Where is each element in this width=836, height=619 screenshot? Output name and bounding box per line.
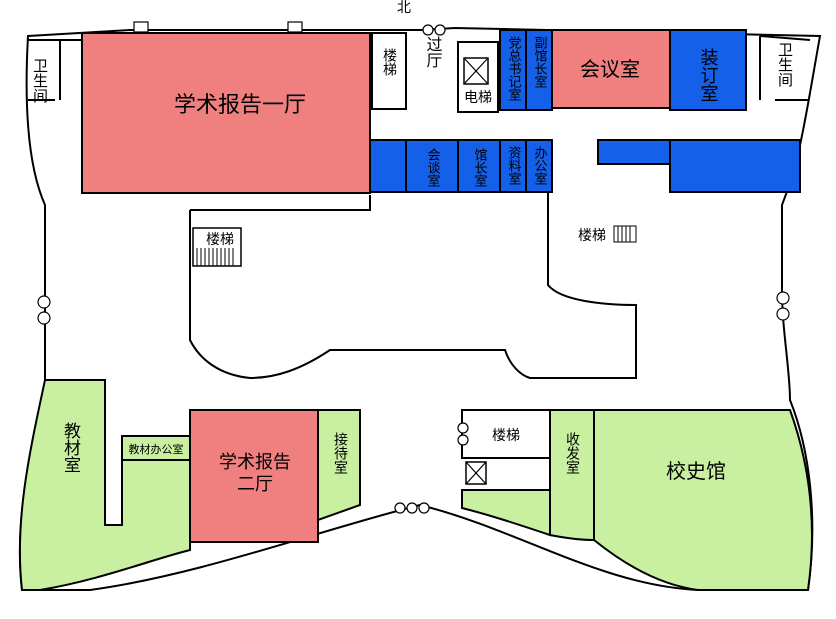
toilet-left — [28, 39, 82, 101]
north-label: 北 — [397, 0, 411, 16]
office-strip-a — [369, 139, 407, 193]
green-corridor — [461, 489, 551, 537]
curator-room — [457, 139, 501, 193]
mail-room — [549, 409, 595, 542]
passage-hall-label: 过厅 — [424, 36, 443, 68]
deputy-curator-room — [525, 29, 553, 111]
stair-bottom — [461, 409, 551, 459]
elevator-label: 电梯 — [464, 90, 492, 106]
stair-left-label: 楼梯 — [206, 232, 234, 248]
hall-1 — [81, 32, 371, 194]
hall-2-label-line1: 学术报告 — [219, 452, 291, 473]
data-room-label: 资料室 — [506, 146, 522, 185]
office-strip-b — [597, 139, 671, 165]
textbook-room-label: 教材室 — [60, 422, 81, 473]
data-room — [499, 139, 527, 193]
history-museum — [593, 409, 813, 591]
toilet-right-label: 卫生间 — [776, 42, 794, 88]
atrium-outline — [189, 193, 637, 380]
office-strip-c — [669, 139, 801, 193]
reception-label: 接待室 — [332, 431, 348, 474]
stair-top — [371, 32, 407, 110]
meeting-room-label: 会议室 — [580, 57, 640, 81]
hall-1-label: 学术报告一厅 — [174, 93, 306, 118]
stair-right-steps — [613, 225, 637, 243]
binding-room — [669, 29, 747, 111]
curator-room-label: 馆长室 — [472, 148, 488, 187]
stair-bottom-label: 楼梯 — [492, 428, 520, 444]
party-secretary-room — [499, 29, 527, 111]
party-secretary-label: 党总书记室 — [506, 36, 522, 101]
textbook-room — [18, 379, 191, 591]
stair-right-label: 楼梯 — [578, 228, 606, 244]
reception-room — [317, 409, 361, 522]
history-museum-label: 校史馆 — [666, 459, 726, 483]
toilet-right — [759, 35, 811, 101]
office-room-label: 办公室 — [532, 146, 548, 185]
stair-left-steps — [196, 248, 234, 266]
mail-room-label: 收发室 — [564, 432, 580, 474]
talk-room-label: 会谈室 — [425, 148, 441, 187]
textbook-office-label: 教材办公室 — [129, 442, 184, 456]
deputy-curator-label: 副馆长室 — [532, 36, 548, 88]
stair-top-label: 楼梯 — [381, 48, 397, 77]
office-room — [525, 139, 553, 193]
toilet-left-label: 卫生间 — [31, 58, 49, 104]
hall-2 — [189, 409, 319, 543]
binding-room-label: 装订室 — [698, 48, 719, 102]
hall-2-label-line2: 二厅 — [237, 474, 273, 495]
doors — [37, 21, 790, 514]
